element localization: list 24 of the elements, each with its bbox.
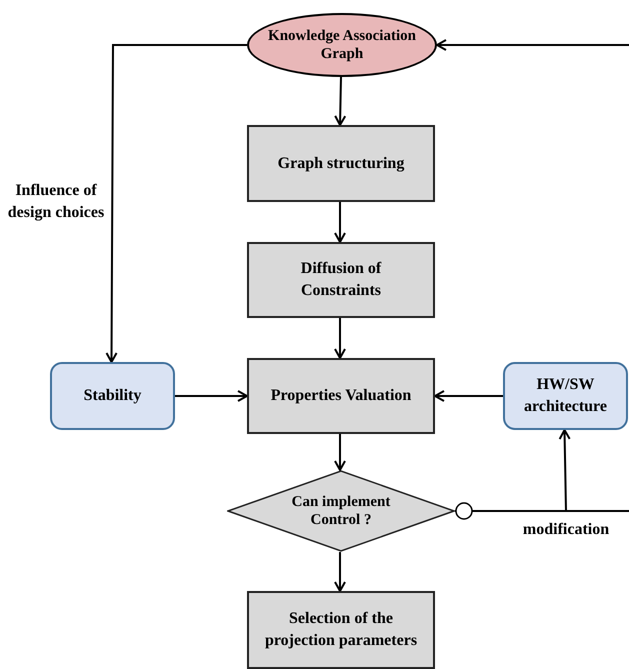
process-box (247, 358, 435, 434)
node-text: Selection of the projection parameters (264, 609, 418, 651)
arrow (334, 318, 346, 359)
arrow (434, 390, 503, 402)
rounded-box (50, 362, 175, 430)
arrow (334, 202, 346, 243)
arrow (334, 552, 346, 592)
node-text: Knowledge Association Graph (267, 27, 417, 63)
node-text: HW/SW architecture (523, 375, 608, 417)
process-box (247, 242, 435, 318)
node-text: Stability (84, 386, 142, 406)
node-text: Can implement Control ? (291, 493, 391, 529)
process-box (247, 125, 435, 202)
node-text: Diffusion of Constraints (300, 259, 382, 301)
arrow (334, 76, 346, 126)
node-text: Graph structuring (278, 154, 404, 174)
arrow (106, 44, 247, 363)
decision-diamond (227, 470, 455, 552)
rounded-box (503, 362, 628, 430)
arrow (436, 39, 629, 51)
process-box (247, 591, 435, 669)
arrow (334, 434, 346, 471)
node-text: Properties Valuation (270, 386, 412, 406)
arrow (175, 390, 248, 402)
